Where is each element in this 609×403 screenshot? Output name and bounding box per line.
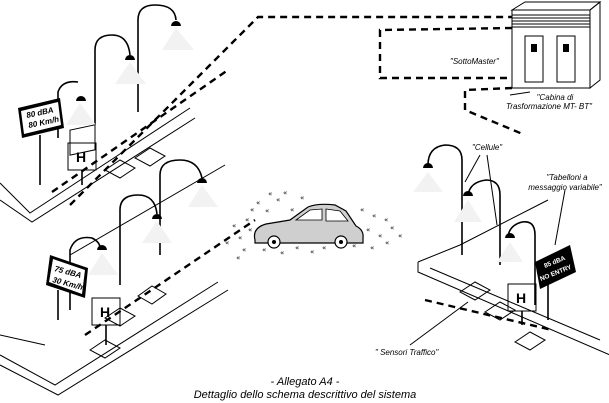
label-tabelloni-1: "Tabelloni a xyxy=(546,173,588,182)
noise-mark: « xyxy=(238,234,242,242)
h-sign-right: H xyxy=(507,283,537,325)
label-cabina-1: "Cabina di xyxy=(537,93,574,102)
cable-routes xyxy=(51,15,553,336)
noise-mark: « xyxy=(245,216,249,224)
noise-mark: « xyxy=(360,206,364,214)
label-cabina-2: Trasformazione MT- BT" xyxy=(506,102,593,111)
traffic-sensors xyxy=(89,147,546,359)
noise-mark: « xyxy=(262,246,266,254)
car xyxy=(253,203,364,249)
label-sensori: " Sensori Traffico" xyxy=(375,348,439,357)
h-sign-top: H xyxy=(67,124,97,185)
noise-mark: « xyxy=(385,239,389,247)
label-cellule: "Cellule" xyxy=(472,143,503,152)
noise-marks: «««««««««««««««««««««««««««««« xyxy=(225,189,402,262)
noise-mark: « xyxy=(283,189,287,197)
noise-mark: « xyxy=(248,226,252,234)
noise-mark: « xyxy=(378,232,382,240)
noise-mark: « xyxy=(225,239,229,247)
h-letter-bottom: H xyxy=(100,304,110,320)
variable-message-sign: 85 dBA NO ENTRY xyxy=(535,245,576,320)
noise-mark: « xyxy=(390,224,394,232)
noise-mark: « xyxy=(366,226,370,234)
noise-mark: « xyxy=(322,244,326,252)
noise-mark: « xyxy=(398,232,402,240)
speed-noise-sign-bottom: 75 dBA 30 Km/h xyxy=(46,255,88,320)
transformer-cabinet xyxy=(510,0,602,90)
h-letter-top: H xyxy=(76,149,86,165)
label-tabelloni-2: messaggio variabile" xyxy=(528,183,603,192)
noise-mark: « xyxy=(290,206,294,214)
noise-mark: « xyxy=(310,248,314,256)
h-sign-bottom: H xyxy=(91,297,121,345)
lamp-posts xyxy=(57,4,536,310)
speed-noise-sign-top: 80 dBA 80 Km/h xyxy=(18,98,64,185)
noise-mark: « xyxy=(250,206,254,214)
noise-mark: « xyxy=(384,216,388,224)
noise-mark: « xyxy=(370,244,374,252)
noise-mark: « xyxy=(300,194,304,202)
noise-mark: « xyxy=(256,199,260,207)
noise-mark: « xyxy=(276,196,280,204)
caption-line1: - Allegato A4 - xyxy=(271,376,340,388)
noise-mark: « xyxy=(232,222,236,230)
noise-mark: « xyxy=(352,242,356,250)
noise-mark: « xyxy=(295,244,299,252)
caption-line2: Dettaglio dello schema descrittivo del s… xyxy=(194,389,417,401)
noise-mark: « xyxy=(372,212,376,220)
h-letter-right: H xyxy=(516,290,526,306)
noise-mark: « xyxy=(280,249,284,257)
callout-lines xyxy=(409,91,566,346)
noise-mark: « xyxy=(265,207,269,215)
noise-mark: « xyxy=(268,190,272,198)
noise-mark: « xyxy=(242,246,246,254)
label-sottomaster: "SottoMaster" xyxy=(450,57,500,66)
noise-mark: « xyxy=(236,254,240,262)
